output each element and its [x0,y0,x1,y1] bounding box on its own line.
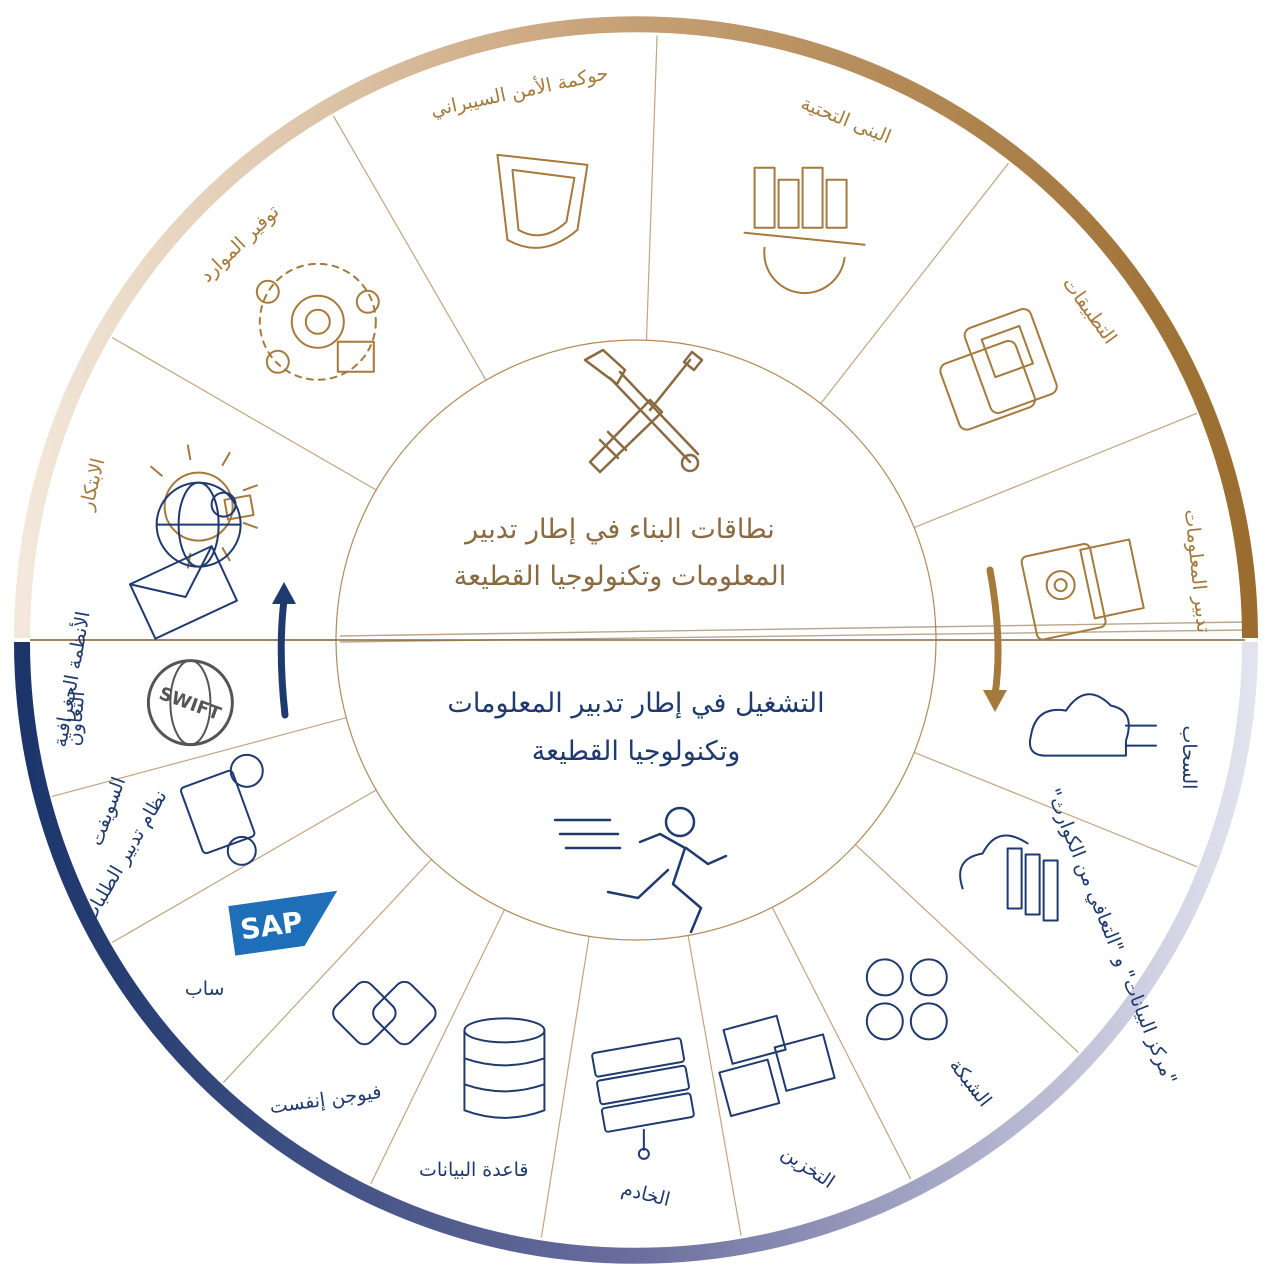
segment-divider [540,936,590,1238]
shield-icon [496,153,589,249]
segment-divider [771,907,912,1180]
segment-divider [854,844,1079,1054]
segment-divider [222,858,432,1083]
segment-divider [820,162,1009,404]
segment-divider [332,115,487,381]
network-icon [865,958,948,1041]
segment-divider [913,751,1198,868]
segment-divider [370,909,506,1185]
segment-label: التعاون [63,690,90,747]
build-domains-title-line2: المعلومات وتكنولوجيا القطيعة [454,561,787,592]
segment-divider [913,412,1198,529]
fusion-invest-icon [332,980,437,1046]
outer-rim-build [14,16,1258,639]
database-icon [463,1017,546,1119]
datacenter-icon [959,834,1059,922]
infrastructure-icon [743,166,866,295]
globe-pin-icon [155,481,242,568]
envelope-icon [129,545,238,640]
request-system-icon [180,753,264,866]
runner-icon [553,806,728,934]
segment-label: قاعدة البيانات [419,1159,528,1181]
resources-icon [255,262,380,381]
segment-divider [687,935,742,1236]
segment-label: السحاب [1178,725,1200,789]
documents-gear-icon [1020,538,1145,641]
segment-divider [645,35,658,341]
segment-label: ساب [185,978,225,1000]
segment-divider [51,717,347,798]
wrench-screwdriver-icon [583,348,704,474]
cloud-icon [1029,693,1157,757]
operation-title-line2: وتكنولوجيا القطيعة [532,736,741,767]
cycle-arrow-down [983,566,1007,712]
operation-title-line1: التشغيل في إطار تدبير المعلومات [447,688,824,719]
outer-rim-operation [14,641,1258,1264]
storage-icon [718,1014,836,1118]
sap-logo: SAP [228,890,338,956]
segment-divider [111,336,377,491]
build-domains-title-line1: نطاقات البناء في إطار تدبير [463,514,775,545]
cycle-arrow-up [272,582,296,719]
segment-divider [111,789,377,944]
applications-icon [939,307,1058,431]
server-icon [591,1037,695,1160]
